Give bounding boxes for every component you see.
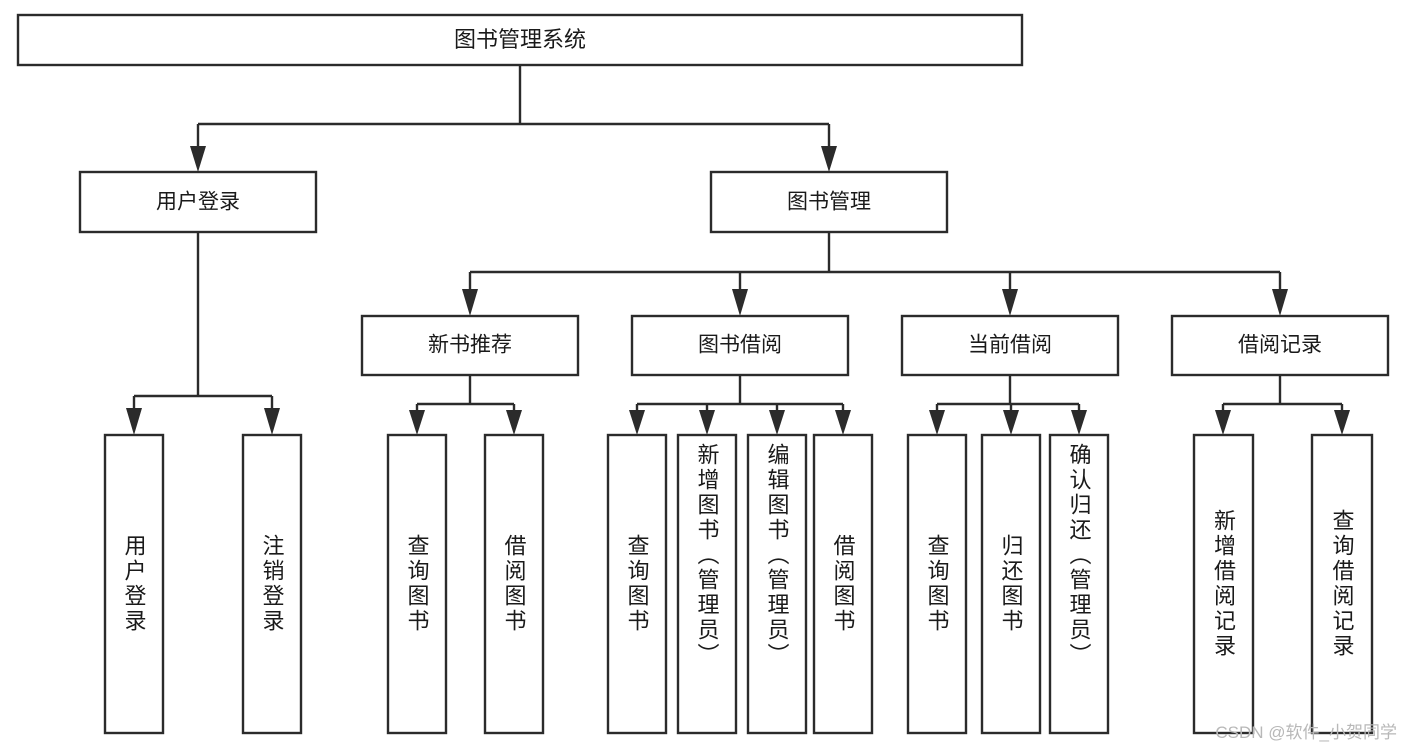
leaf-box-borrow-book[interactable] [812,433,874,735]
arrow-head-book-borrow [732,289,748,316]
node-user-login[interactable]: 用户登录 [78,170,318,234]
node-book-manage-label: 图书管理 [787,191,871,214]
arrow-head-leaf-query-book-2 [629,410,645,435]
connector-group-borrow-record [1215,375,1350,435]
connector-group-new-book-rec [409,375,522,435]
connector-group-root [190,65,837,172]
arrow-head-leaf-query-book-3 [929,410,945,435]
connector-group-book-manage [462,232,1288,316]
leaf-box-return-book[interactable] [980,433,1042,735]
node-borrow-record[interactable]: 借阅记录 [1170,314,1390,377]
node-current-borrow-box[interactable] [900,314,1120,377]
leaf-box-confirm-return-admin[interactable] [1048,433,1110,735]
leaf-box-user-login[interactable] [103,433,165,735]
arrow-head-leaf-logout [264,408,280,435]
csdn-watermark: CSDN @软件_小贺同学 [1215,723,1397,742]
node-borrow-record-label: 借阅记录 [1238,334,1322,357]
node-book-borrow[interactable]: 图书借阅 [630,314,850,377]
node-new-book-recommend-label: 新书推荐 [428,334,512,357]
arrow-head-leaf-user-login [126,408,142,435]
node-new-book-recommend-box[interactable] [360,314,580,377]
arrow-head-new-book-rec [462,289,478,316]
node-borrow-record-box[interactable] [1170,314,1390,377]
arrow-head-leaf-return-book [1003,410,1019,435]
leaf-box-edit-book-admin[interactable] [746,433,808,735]
leaf-box-group [103,433,1374,735]
arrow-head-user-login [190,146,206,172]
node-book-manage-box[interactable] [709,170,949,234]
connector-group-current-borrow [929,375,1087,435]
leaf-box-query-borrow-record[interactable] [1310,433,1374,735]
arrow-head-leaf-edit-book [769,410,785,435]
node-current-borrow-label: 当前借阅 [968,334,1052,357]
node-book-borrow-label: 图书借阅 [698,334,782,357]
node-new-book-recommend[interactable]: 新书推荐 [360,314,580,377]
connector-group-user-login [126,232,280,435]
node-book-manage[interactable]: 图书管理 [709,170,949,234]
arrow-head-leaf-confirm-return [1071,410,1087,435]
arrow-head-current-borrow [1002,289,1018,316]
leaf-box-add-book-admin[interactable] [676,433,738,735]
arrow-head-leaf-add-record [1215,410,1231,435]
connector-group-book-borrow [629,375,851,435]
arrow-head-leaf-query-record [1334,410,1350,435]
leaf-box-query-book-rec[interactable] [386,433,448,735]
node-user-login-box[interactable] [78,170,318,234]
node-book-borrow-box[interactable] [630,314,850,377]
arrow-head-leaf-borrow-book-1 [506,410,522,435]
node-root-system-box[interactable] [16,13,1024,67]
arrow-head-borrow-record [1272,289,1288,316]
node-root-system[interactable]: 图书管理系统 [16,13,1024,67]
leaf-box-logout[interactable] [241,433,303,735]
leaf-box-add-borrow-record[interactable] [1192,433,1255,735]
leaf-box-query-book-current[interactable] [906,433,968,735]
arrow-head-leaf-add-book [699,410,715,435]
node-root-system-label: 图书管理系统 [454,27,586,52]
arrow-head-leaf-query-book-1 [409,410,425,435]
arrow-head-leaf-borrow-book-2 [835,410,851,435]
node-current-borrow[interactable]: 当前借阅 [900,314,1120,377]
leaf-box-borrow-book-rec[interactable] [483,433,545,735]
leaf-box-query-book-borrow[interactable] [606,433,668,735]
arrow-head-book-manage [821,146,837,172]
node-user-login-label: 用户登录 [156,191,240,214]
